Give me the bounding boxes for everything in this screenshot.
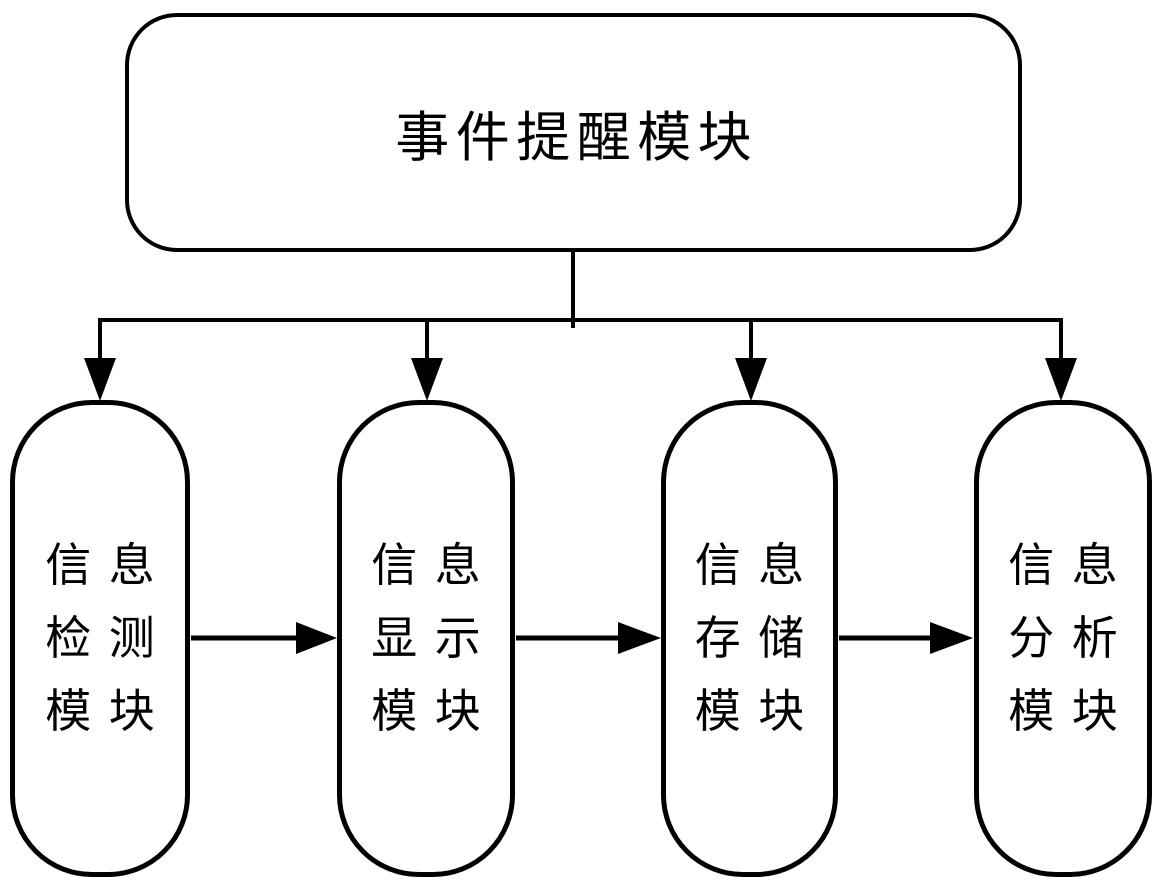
node-label-line: 模块 <box>45 686 173 737</box>
node-label-line: 存储 <box>694 613 822 664</box>
node-event-reminder-module: 事件提醒模块 <box>125 13 1022 252</box>
node-label-line: 模块 <box>1008 686 1136 737</box>
node-label: 事件提醒模块 <box>395 108 759 168</box>
node-label-line: 信息 <box>694 540 822 591</box>
node-info-storage-module: 信息 存储 模块 <box>661 400 838 877</box>
drop-arrowhead-2 <box>411 358 443 401</box>
node-label-line: 显示 <box>371 613 499 664</box>
drop-arrowhead-4 <box>1045 358 1077 401</box>
node-label-line: 信息 <box>45 540 173 591</box>
drop-arrowhead-1 <box>84 358 116 401</box>
node-info-analysis-module: 信息 分析 模块 <box>974 400 1152 877</box>
node-info-detection-module: 信息 检测 模块 <box>10 400 190 877</box>
node-label-line: 模块 <box>371 686 499 737</box>
flow-arrowhead-1 <box>296 622 337 654</box>
node-label-line: 模块 <box>694 686 822 737</box>
drop-arrowhead-3 <box>735 358 767 401</box>
node-label-line: 信息 <box>1008 540 1136 591</box>
flow-arrowhead-3 <box>930 622 973 654</box>
node-label-line: 信息 <box>371 540 499 591</box>
node-label-line: 检测 <box>45 613 173 664</box>
flow-arrowhead-2 <box>618 622 661 654</box>
node-info-display-module: 信息 显示 模块 <box>337 400 515 877</box>
node-label-line: 分析 <box>1008 613 1136 664</box>
